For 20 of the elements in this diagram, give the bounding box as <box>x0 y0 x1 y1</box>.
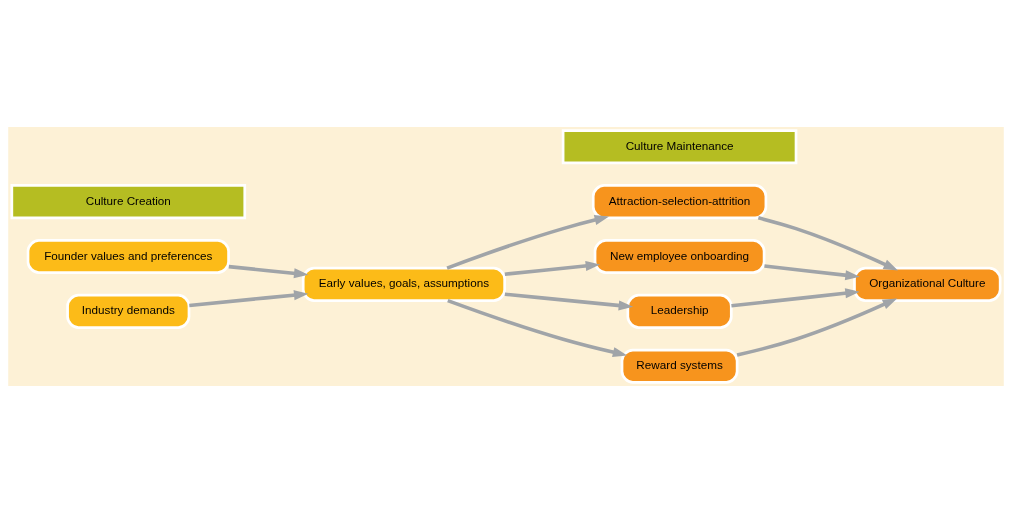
node-box: Founder values and preferences <box>26 238 230 274</box>
arrow <box>228 264 309 278</box>
node-box: Reward systems <box>620 348 739 384</box>
node-box: Culture Maintenance <box>561 128 798 164</box>
node-box: Culture Creation <box>10 183 247 219</box>
node-box: Organizational Culture <box>853 266 1002 302</box>
node-box: Industry demands <box>66 293 191 329</box>
node-box: Early values, goals, assumptions <box>301 266 506 302</box>
arrow <box>504 260 601 276</box>
arrow <box>736 297 898 357</box>
arrow <box>447 298 628 357</box>
arrow <box>731 287 860 308</box>
arrow <box>504 291 634 310</box>
node-box: Leadership <box>626 293 733 329</box>
arrow <box>764 263 860 280</box>
arrow <box>757 215 898 270</box>
node-box: New employee onboarding <box>593 238 766 274</box>
arrow <box>189 289 309 307</box>
arrow <box>446 214 610 270</box>
node-box: Attraction-selection-attrition <box>591 183 768 219</box>
